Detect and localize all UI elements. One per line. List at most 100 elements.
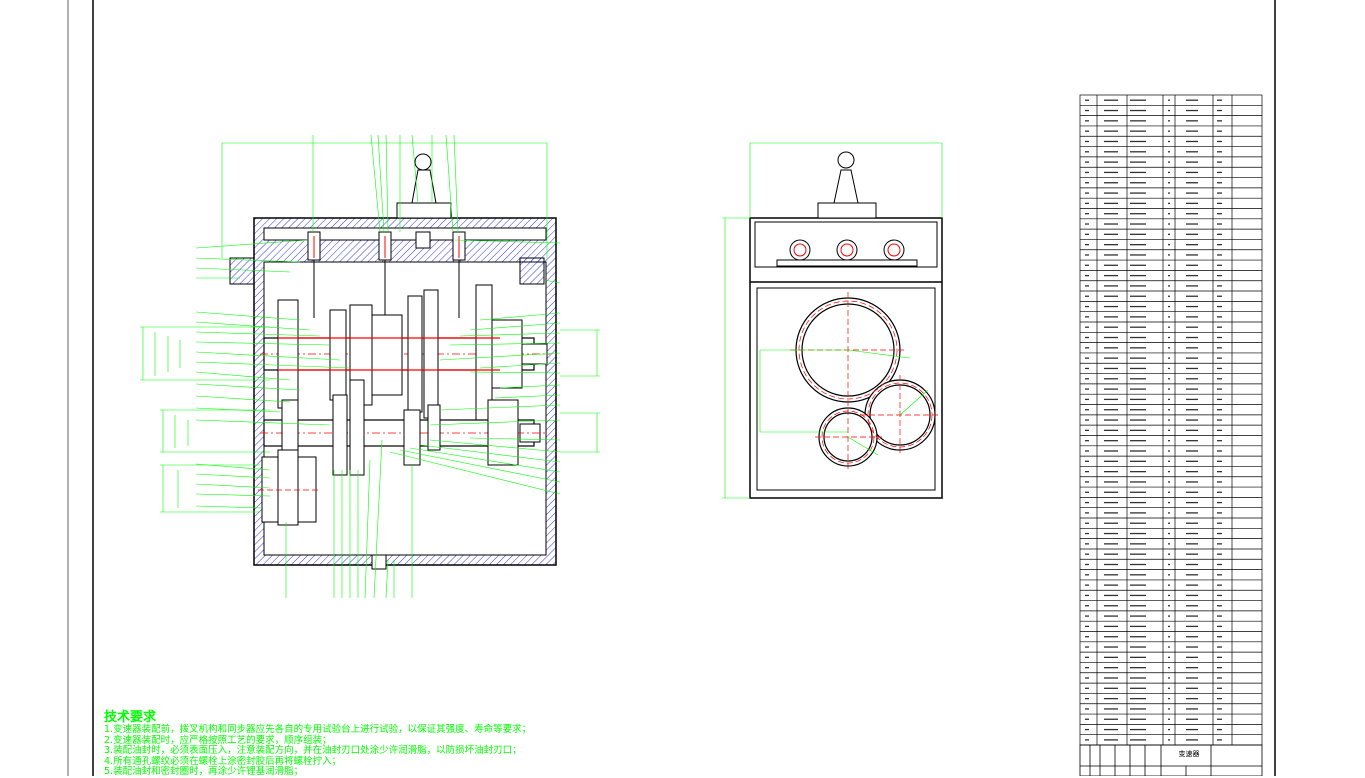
table-cell-text-mark — [1085, 656, 1089, 659]
table-cell-text-mark — [1130, 636, 1146, 638]
table-cell-text-mark — [1217, 470, 1222, 473]
table-cell-text-mark — [1186, 563, 1198, 566]
table-cell-text-mark — [1085, 584, 1089, 586]
table-cell-text-mark — [1217, 728, 1222, 731]
table-cell-text-mark — [1186, 460, 1198, 462]
table-cell-text-mark — [1085, 460, 1089, 462]
table-cell-text-mark — [1130, 161, 1146, 163]
table-cell-text-mark — [1085, 491, 1089, 493]
table-cell-text-mark — [1168, 553, 1170, 555]
table-cell-text-mark — [1217, 99, 1222, 101]
table-cell-text-mark — [1217, 367, 1222, 370]
table-cell-text-mark — [1130, 213, 1146, 215]
table-cell-text-mark — [1104, 274, 1118, 277]
table-cell-text-mark — [1130, 398, 1146, 401]
parts-list-table — [1079, 94, 1263, 746]
front-section-view — [140, 134, 600, 599]
table-cell-text-mark — [1217, 656, 1222, 659]
table-cell-text-mark — [1104, 450, 1118, 452]
table-cell-text-mark — [1085, 409, 1089, 411]
table-cell-text-mark — [1130, 522, 1146, 524]
table-cell-text-mark — [1085, 367, 1089, 370]
table-cell-text-mark — [1168, 99, 1170, 101]
table-cell-text-mark — [1085, 450, 1089, 452]
table-cell-text-mark — [1168, 667, 1170, 669]
table-cell-text-mark — [1186, 274, 1198, 277]
table-cell-text-mark — [1130, 532, 1146, 535]
table-cell-text-mark — [1186, 99, 1198, 101]
technical-requirements: 技术要求 1.变速器装配前，拨叉机构和同步器应先各自的专用试验台上进行试验，以保… — [104, 710, 531, 778]
table-cell-text-mark — [1168, 367, 1170, 370]
table-cell-text-mark — [1104, 161, 1118, 163]
table-cell-text-mark — [1085, 615, 1089, 617]
table-cell-text-mark — [1217, 718, 1222, 720]
table-cell-text-mark — [1168, 357, 1170, 359]
table-cell-text-mark — [1085, 398, 1089, 401]
table-cell-text-mark — [1130, 367, 1146, 370]
table-cell-text-mark — [1168, 419, 1170, 421]
table-cell-text-mark — [1085, 285, 1089, 287]
table-cell-text-mark — [1104, 594, 1118, 597]
table-cell-text-mark — [1186, 120, 1198, 122]
table-cell-text-mark — [1130, 130, 1146, 132]
table-cell-text-mark — [1085, 171, 1089, 174]
table-cell-text-mark — [1130, 646, 1146, 648]
table-cell-text-mark — [1104, 429, 1118, 432]
table-cell-text-mark — [1217, 316, 1222, 318]
title-block — [1079, 744, 1263, 776]
table-cell-text-mark — [1085, 357, 1089, 359]
table-cell-text-mark — [1130, 223, 1146, 225]
table-cell-text-mark — [1130, 584, 1146, 586]
table-cell-text-mark — [1104, 233, 1118, 235]
table-cell-text-mark — [1186, 316, 1198, 318]
table-cell-text-mark — [1186, 584, 1198, 586]
table-cell-text-mark — [1168, 440, 1170, 442]
table-cell-text-mark — [1217, 440, 1222, 442]
table-cell-text-mark — [1130, 718, 1146, 720]
table-cell-text-mark — [1130, 728, 1146, 731]
table-cell-text-mark — [1168, 161, 1170, 163]
table-cell-text-mark — [1130, 553, 1146, 555]
table-cell-text-mark — [1104, 656, 1118, 659]
table-cell-text-mark — [1130, 182, 1146, 184]
table-cell-text-mark — [1104, 625, 1118, 628]
table-cell-text-mark — [1186, 594, 1198, 597]
table-cell-text-mark — [1168, 718, 1170, 720]
table-cell-text-mark — [1186, 605, 1198, 607]
table-cell-text-mark — [1085, 336, 1089, 339]
table-cell-text-mark — [1130, 140, 1146, 143]
table-cell-text-mark — [1104, 182, 1118, 184]
table-cell-text-mark — [1217, 584, 1222, 586]
table-cell-text-mark — [1217, 254, 1222, 256]
table-cell-text-mark — [1130, 357, 1146, 359]
table-cell-text-mark — [1104, 367, 1118, 370]
table-cell-text-mark — [1168, 233, 1170, 235]
table-cell-text-mark — [1130, 285, 1146, 287]
table-cell-text-mark — [1186, 182, 1198, 184]
table-cell-text-mark — [1104, 120, 1118, 122]
table-cell-text-mark — [1104, 99, 1118, 101]
table-cell-text-mark — [1085, 182, 1089, 184]
table-cell-text-mark — [1085, 563, 1089, 566]
table-cell-text-mark — [1217, 244, 1222, 246]
table-cell-text-mark — [1168, 140, 1170, 143]
table-cell-text-mark — [1186, 697, 1198, 700]
table-cell-text-mark — [1217, 109, 1222, 112]
drawing-name: 变速器 — [1178, 750, 1200, 758]
table-cell-text-mark — [1186, 470, 1198, 473]
table-cell-text-mark — [1168, 285, 1170, 287]
table-cell-text-mark — [1104, 677, 1118, 679]
table-cell-text-mark — [1085, 419, 1089, 421]
table-cell-text-mark — [1186, 429, 1198, 432]
table-cell-text-mark — [1085, 120, 1089, 122]
table-cell-text-mark — [1217, 594, 1222, 597]
table-cell-text-mark — [1186, 574, 1198, 576]
table-cell-text-mark — [1104, 388, 1118, 390]
table-cell-text-mark — [1186, 378, 1198, 380]
table-cell-text-mark — [1104, 213, 1118, 215]
table-cell-text-mark — [1104, 605, 1118, 607]
table-cell-text-mark — [1104, 470, 1118, 473]
table-cell-text-mark — [1130, 491, 1146, 493]
table-cell-text-mark — [1130, 336, 1146, 339]
